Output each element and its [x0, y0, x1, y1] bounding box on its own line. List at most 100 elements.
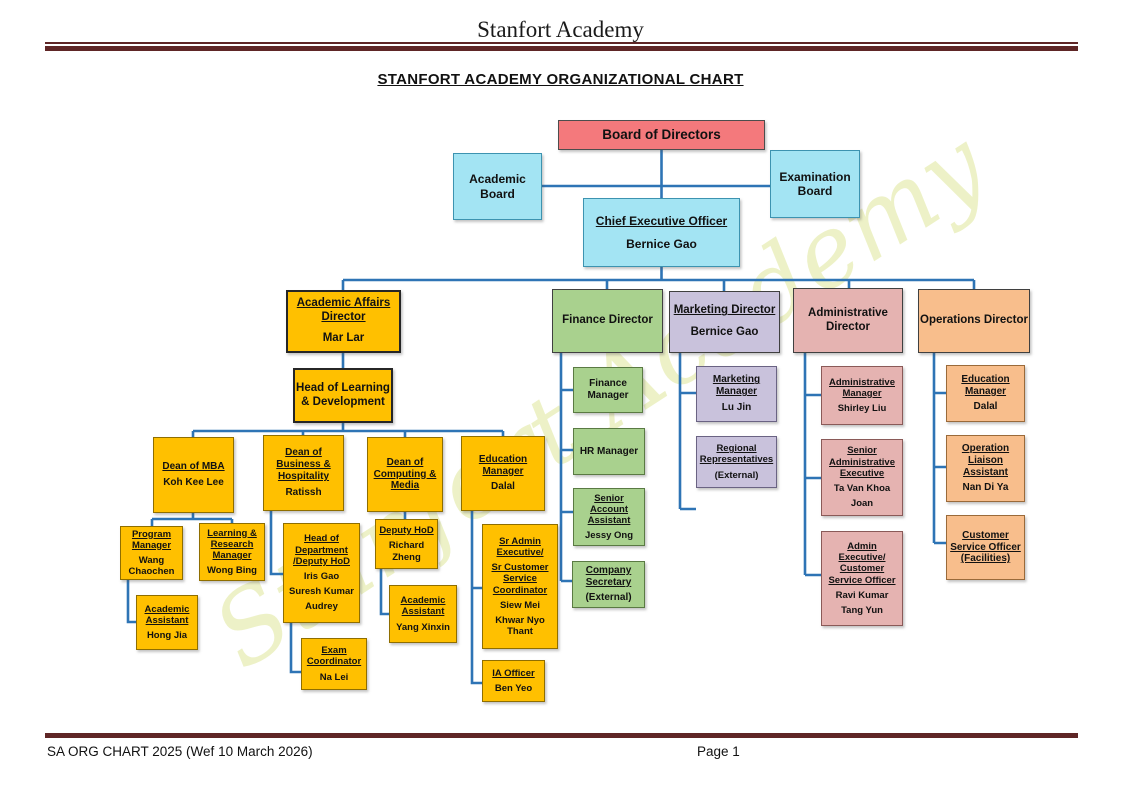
node-person: Wong Bing: [207, 565, 257, 577]
footer-rule: [45, 733, 1078, 738]
org-node-dean-of-mba: Dean of MBA Koh Kee Lee: [153, 437, 234, 513]
node-title: Academic Affairs Director: [296, 297, 391, 323]
org-node-education-manager-academic: Education Manager Dalal: [461, 436, 545, 511]
org-node-education-manager-operations: Education Manager Dalal: [946, 365, 1025, 422]
org-node-academic-board: Academic Board: [453, 153, 542, 220]
node-title: Sr Customer Service Coordinator: [491, 562, 549, 596]
org-node-program-manager: Program Manager Wang Chaochen: [120, 526, 183, 580]
node-person: Ta Van Khoa: [833, 483, 891, 495]
node-person: Audrey: [305, 601, 338, 613]
org-node-marketing-director: Marketing Director Bernice Gao: [669, 291, 780, 353]
org-node-senior-account-assistant: Senior Account Assistant Jessy Ong: [573, 488, 645, 546]
org-node-regional-representatives: Regional Representatives (External): [696, 436, 777, 488]
org-node-operations-director: Operations Director: [918, 289, 1030, 353]
node-person: Bernice Gao: [626, 236, 697, 251]
node-title: HR Manager: [579, 445, 639, 457]
node-title: Dean of MBA: [162, 461, 225, 473]
node-title: Education Manager: [961, 373, 1010, 397]
org-node-head-of-learning-development: Head of Learning & Development: [293, 368, 393, 423]
node-title: Academic Assistant: [144, 603, 190, 626]
org-node-board-of-directors: Board of Directors: [558, 120, 765, 150]
node-person: Mar Lar: [322, 332, 365, 345]
org-node-admin-executive-customer-service-officer: Admin Executive/ Customer Service Office…: [821, 531, 903, 626]
org-node-hr-manager: HR Manager: [573, 428, 645, 475]
node-title: Regional Representatives: [699, 443, 774, 466]
node-title: Administrative Manager: [829, 376, 895, 399]
document-title: STANFORT ACADEMY ORGANIZATIONAL CHART: [377, 71, 744, 88]
node-title: Program Manager: [131, 528, 172, 551]
node-title: Finance Manager: [587, 378, 629, 401]
node-title: Academic Assistant: [400, 595, 446, 618]
node-person: Koh Kee Lee: [163, 477, 224, 488]
node-title: Head of Learning & Development: [296, 381, 390, 408]
node-person: Wang Chaochen: [128, 555, 175, 578]
node-title: Marketing Manager: [712, 374, 761, 398]
org-node-deputy-hod: Deputy HoD Richard Zheng: [375, 519, 438, 569]
node-person: Shirley Liu: [837, 403, 887, 415]
footer-left-text: SA ORG CHART 2025 (Wef 10 March 2026): [47, 744, 313, 759]
node-person: Na Lei: [319, 671, 349, 683]
node-title: Head of Department /Deputy HoD: [293, 533, 350, 567]
node-person: Hong Jia: [146, 630, 188, 642]
node-person: Iris Gao: [303, 571, 340, 582]
node-title: Senior Administrative Executive: [829, 445, 895, 479]
node-person: Dalal: [491, 481, 515, 493]
org-node-administrative-manager: Administrative Manager Shirley Liu: [821, 366, 903, 425]
node-person: Nan Di Ya: [962, 482, 1009, 494]
org-node-finance-manager: Finance Manager: [573, 367, 643, 413]
node-person: Dalal: [973, 401, 998, 413]
org-node-learning-research-manager: Learning & Research Manager Wong Bing: [199, 523, 265, 581]
node-title: Administrative Director: [808, 306, 888, 333]
node-person: Khwar Nyo Thant: [495, 614, 545, 638]
node-title: Exam Coordinator: [306, 645, 362, 668]
node-title: Company Secretary: [585, 564, 632, 588]
org-node-customer-service-officer-facilities: Customer Service Officer (Facilities): [946, 515, 1025, 580]
node-person: Ben Yeo: [494, 683, 533, 694]
footer-page-number: Page 1: [697, 744, 740, 759]
node-title: Academic Board: [469, 172, 526, 201]
org-node-academic-assistant-hong-jia: Academic Assistant Hong Jia: [136, 595, 198, 650]
node-title: Board of Directors: [602, 127, 721, 143]
org-node-exam-coordinator: Exam Coordinator Na Lei: [301, 638, 367, 690]
node-person: Ratissh: [285, 486, 322, 498]
node-title: Finance Director: [562, 314, 653, 327]
node-title: Learning & Research Manager: [207, 527, 257, 561]
node-title: Sr Admin Executive/: [496, 535, 544, 558]
org-node-chief-executive-officer: Chief Executive Officer Bernice Gao: [583, 198, 740, 267]
header-rule-thin: [45, 42, 1078, 44]
org-node-head-of-department-deputy-hod: Head of Department /Deputy HoD Iris Gao …: [283, 523, 360, 623]
node-title: Operations Director: [920, 314, 1028, 327]
org-node-dean-of-computing-media: Dean of Computing & Media: [367, 437, 443, 512]
node-person: (External): [714, 469, 759, 481]
node-person: Lu Jin: [721, 401, 752, 413]
org-node-examination-board: Examination Board: [770, 150, 860, 218]
org-node-company-secretary: Company Secretary (External): [572, 561, 645, 608]
node-person: (External): [585, 592, 632, 604]
org-node-dean-of-business-hospitality: Dean of Business & Hospitality Ratissh: [263, 435, 344, 511]
org-node-academic-assistant-yang-xinxin: Academic Assistant Yang Xinxin: [389, 585, 457, 643]
node-title: Examination Board: [779, 169, 851, 198]
node-title: Operation Liaison Assistant: [961, 442, 1010, 478]
page-header-title: Stanfort Academy: [477, 17, 644, 42]
org-node-operation-liaison-assistant: Operation Liaison Assistant Nan Di Ya: [946, 435, 1025, 502]
node-person: Siew Mei: [499, 599, 541, 611]
node-title: Senior Account Assistant: [587, 492, 631, 526]
org-node-sr-admin-executive-sr-customer-service-coordinator: Sr Admin Executive/ Sr Customer Service …: [482, 524, 558, 649]
org-node-academic-affairs-director: Academic Affairs Director Mar Lar: [286, 290, 401, 353]
node-person: Suresh Kumar: [289, 586, 354, 598]
node-title: Dean of Computing & Media: [373, 456, 437, 492]
node-title: Deputy HoD: [379, 525, 434, 537]
node-title: Customer Service Officer (Facilities): [950, 529, 1021, 565]
org-node-senior-administrative-executive: Senior Administrative Executive Ta Van K…: [821, 439, 903, 516]
org-node-finance-director: Finance Director: [552, 289, 663, 353]
node-title: Marketing Director: [673, 304, 776, 317]
org-node-administrative-director: Administrative Director: [793, 288, 903, 353]
node-person: Ravi Kumar: [835, 589, 889, 601]
node-title: Chief Executive Officer: [595, 214, 728, 229]
node-person: Bernice Gao: [690, 326, 759, 338]
node-person: Tang Yun: [841, 604, 883, 616]
node-person: Richard Zheng: [388, 540, 425, 563]
node-title: Admin Executive/ Customer Service Office…: [828, 540, 896, 586]
